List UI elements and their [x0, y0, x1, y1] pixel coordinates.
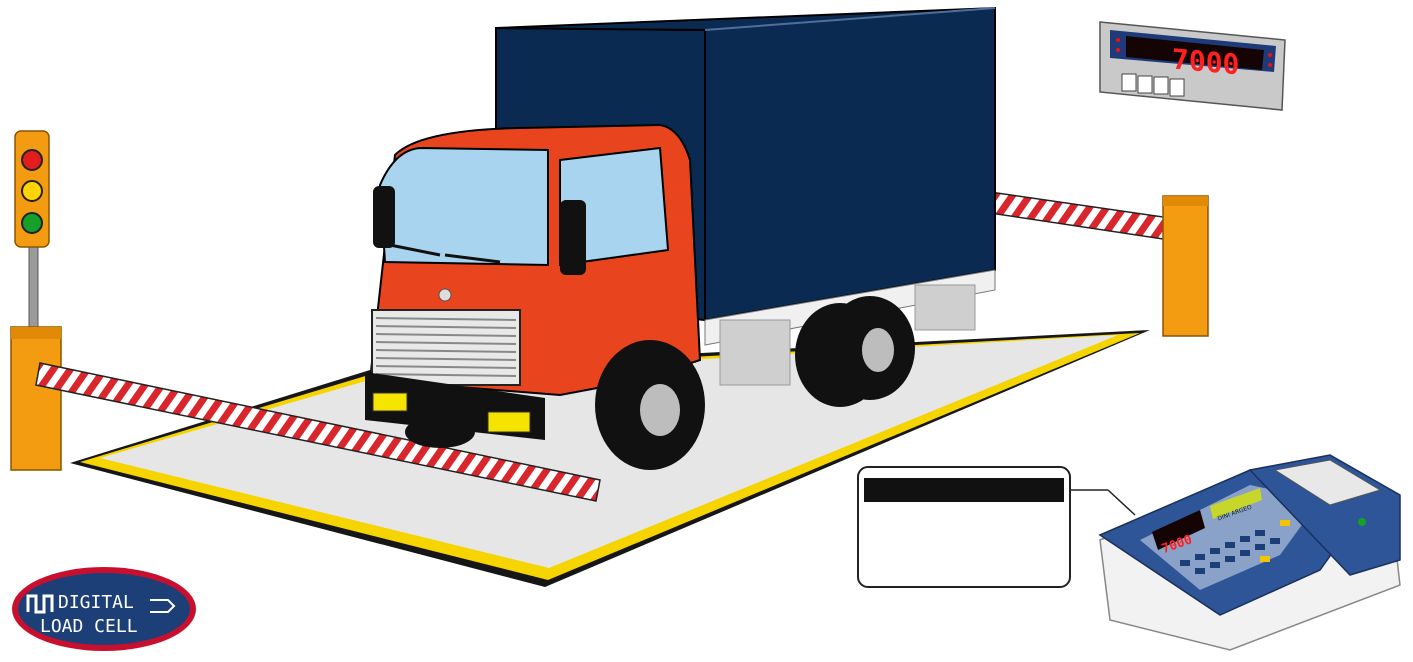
remote-display: 7000: [1100, 22, 1285, 110]
yellow-lamp: [22, 181, 42, 201]
ticket-card: [858, 467, 1135, 587]
weighing-terminal: 7000 DINI ARGEO: [1100, 455, 1400, 650]
logo-line-1: DIGITAL: [58, 592, 134, 613]
traffic-light: [15, 131, 49, 330]
right-barrier: [990, 192, 1208, 336]
digital-load-cell-logo: DIGITAL LOAD CELL: [12, 567, 196, 651]
red-lamp: [22, 150, 42, 170]
green-lamp: [22, 213, 42, 233]
remote-weight-display: 7000: [1172, 43, 1239, 82]
logo-line-2: LOAD CELL: [40, 616, 138, 637]
